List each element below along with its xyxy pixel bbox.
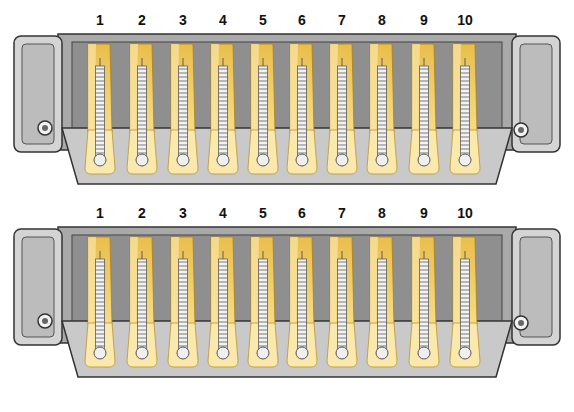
fuse-number: 2 xyxy=(138,12,146,28)
fuse-number: 10 xyxy=(457,205,473,221)
fuse-number: 8 xyxy=(378,12,386,28)
fuse-number: 10 xyxy=(457,12,473,28)
fuse-number: 6 xyxy=(298,12,306,28)
fuse-number: 7 xyxy=(338,12,346,28)
fuse-number: 1 xyxy=(96,205,104,221)
fuse-block xyxy=(14,227,560,377)
fuse-number: 4 xyxy=(219,12,227,28)
fuse-number: 5 xyxy=(259,12,267,28)
fuse-number: 3 xyxy=(179,12,187,28)
fuse-block xyxy=(14,34,560,184)
fuse-number: 9 xyxy=(420,12,428,28)
fuse-number: 9 xyxy=(420,205,428,221)
fuse-number: 2 xyxy=(138,205,146,221)
fuse-number: 4 xyxy=(219,205,227,221)
fuse-number: 8 xyxy=(378,205,386,221)
fuse-number: 6 xyxy=(298,205,306,221)
fuse-number: 7 xyxy=(338,205,346,221)
fuse-number: 3 xyxy=(179,205,187,221)
fuse-number: 1 xyxy=(96,12,104,28)
fuse-number: 5 xyxy=(259,205,267,221)
